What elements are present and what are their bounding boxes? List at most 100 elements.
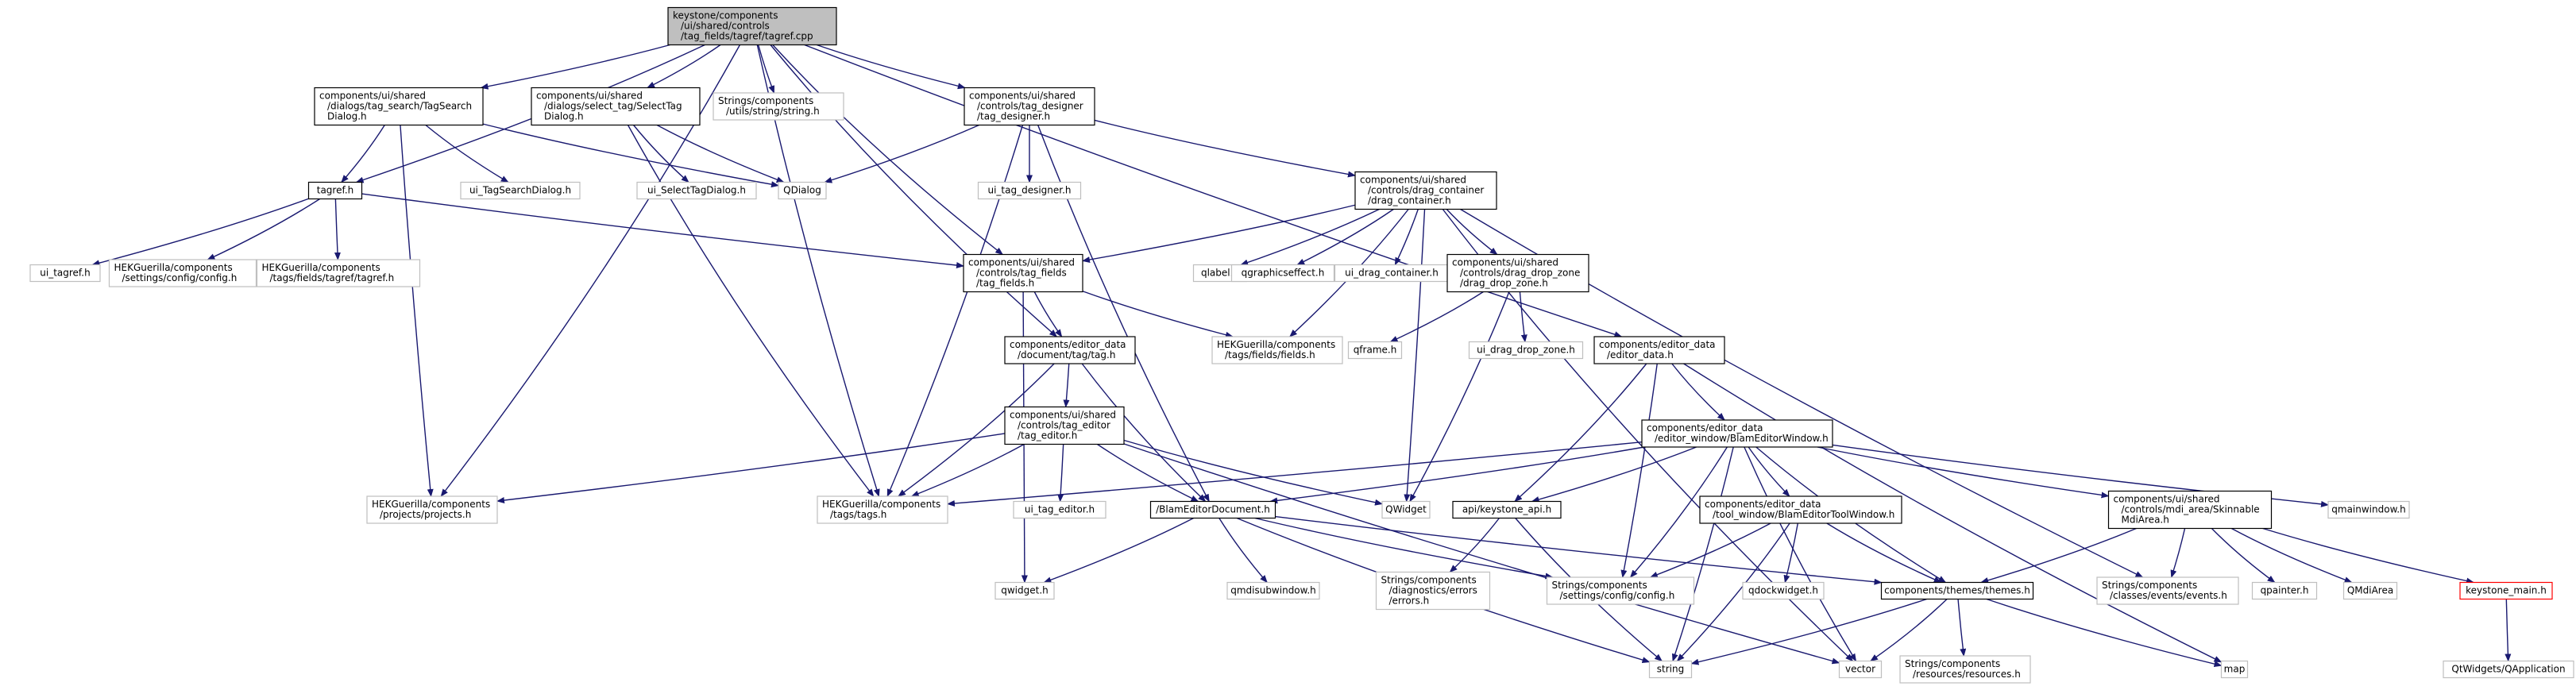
edge-selecttag-to-hektags xyxy=(627,125,875,497)
graph-node-qdialog: QDialog xyxy=(778,181,827,200)
edge-blameditordoc-to-qwidget xyxy=(1043,517,1194,584)
node-label-line: Strings/components xyxy=(2102,580,2197,591)
edge-tagsearch-to-qdialog xyxy=(482,123,779,188)
node-label-line: components/ui/shared xyxy=(968,257,1075,268)
edge-themes-to-vector xyxy=(1870,598,1948,662)
node-label-line: qmdisubwindow.h xyxy=(1230,585,1316,596)
node-label-line: QtWidgets/QApplication xyxy=(2451,664,2565,675)
node-box xyxy=(977,181,1082,200)
node-box xyxy=(1149,500,1276,519)
node-label-line: keystone_main.h xyxy=(2466,585,2547,596)
edge-dragcontainer-to-tagfields xyxy=(1082,204,1356,263)
node-label-line: /tags/fields/fields.h xyxy=(1225,349,1315,360)
node-label-line: map xyxy=(2224,664,2246,675)
node-label-line: components/themes/themes.h xyxy=(1884,585,2030,596)
graph-node-themes[interactable]: components/themes/themes.h xyxy=(1880,581,2034,600)
node-box xyxy=(1347,341,1403,360)
graph-node-editordata[interactable]: components/editor_data/editor_data.h xyxy=(1593,336,1725,364)
graph-node-tagdesigner[interactable]: components/ui/shared/controls/tag_design… xyxy=(964,87,1095,126)
graph-node-events: Strings/components/classes/events/events… xyxy=(2096,576,2239,605)
node-box xyxy=(307,181,363,200)
node-label-line: vector xyxy=(1845,664,1875,675)
node-label-line: /resources/resources.h xyxy=(1913,669,2021,680)
node-label-line: /ui/shared/controls xyxy=(681,21,770,32)
node-box xyxy=(778,181,827,200)
graph-node-root[interactable]: keystone/components/ui/shared/controls/t… xyxy=(667,6,837,46)
edge-root-to-tagfields xyxy=(772,44,1004,256)
graph-node-selecttag[interactable]: components/ui/shared/dialogs/select_tag/… xyxy=(531,87,701,126)
edge-tagref-to-ui_tagref xyxy=(91,198,309,267)
node-box xyxy=(1446,253,1589,293)
node-box xyxy=(964,87,1095,126)
node-box xyxy=(1838,660,1883,679)
graph-node-dragcontainer[interactable]: components/ui/shared/controls/drag_conta… xyxy=(1354,171,1497,210)
node-label-line: qgraphicseffect.h xyxy=(1242,268,1325,279)
edge-editortag-to-tageditor xyxy=(1063,363,1070,408)
edge-blameditordoc-to-qmdisubwindow xyxy=(1218,518,1268,584)
graph-node-blameditordoc[interactable]: /BlamEditorDocument.h xyxy=(1149,500,1276,519)
edge-dragdropzone-to-qwidgetcap xyxy=(1409,291,1510,503)
node-box xyxy=(2342,581,2398,600)
node-label-line: components/editor_data xyxy=(1010,339,1126,350)
node-label-line: HEKGuerilla/components xyxy=(114,262,233,273)
graph-node-editortag[interactable]: components/editor_data/document/tag/tag.… xyxy=(1004,336,1136,364)
node-box xyxy=(2107,490,2273,530)
graph-node-qmdiarea: QMdiArea xyxy=(2342,581,2398,600)
node-layer: keystone/components/ui/shared/controls/t… xyxy=(29,6,2574,684)
edge-toolwindow-to-settingsconfig xyxy=(1649,522,1771,578)
edge-tageditor-to-hekprojects xyxy=(496,433,1006,503)
node-box xyxy=(1546,576,1695,605)
node-label-line: Dialog.h xyxy=(544,111,584,122)
node-label-line: ui_tag_designer.h xyxy=(987,185,1071,196)
edge-tagsearch-to-hekprojects xyxy=(400,125,434,497)
graph-node-tagsearch[interactable]: components/ui/shared/dialogs/tag_search/… xyxy=(314,87,484,126)
node-box xyxy=(817,495,948,524)
graph-node-vector: vector xyxy=(1838,660,1883,679)
graph-node-resources: Strings/components/resources/resources.h xyxy=(1899,655,2031,684)
graph-node-keystonemain[interactable]: keystone_main.h xyxy=(2459,581,2553,600)
graph-node-qframe: qframe.h xyxy=(1347,341,1403,360)
graph-node-map: map xyxy=(2220,660,2249,679)
edge-editortag-to-hektags xyxy=(898,363,1055,497)
node-label-line: /controls/tag_fields xyxy=(976,268,1067,279)
graph-node-string: string xyxy=(1648,660,1693,679)
edge-tagdesigner-to-hektags xyxy=(886,125,1024,497)
node-label-line: components/editor_data xyxy=(1705,499,1821,510)
node-label-line: /drag_drop_zone.h xyxy=(1460,278,1548,289)
edge-toolwindow-to-themes xyxy=(1826,522,1942,584)
graph-node-tagref[interactable]: tagref.h xyxy=(307,181,363,200)
graph-node-dragdropzone[interactable]: components/ui/shared/controls/drag_drop_… xyxy=(1446,253,1589,293)
edge-tageditor-to-ui_tageditor xyxy=(1057,444,1064,503)
node-label-line: /errors.h xyxy=(1389,596,1430,607)
graph-node-qgraphicseffect: qgraphicseffect.h xyxy=(1230,264,1335,283)
edge-root-to-selecttag xyxy=(647,44,721,89)
edge-blameditordoc-to-themes xyxy=(1275,515,1883,585)
graph-node-toolwindow[interactable]: components/editor_data/tool_window/BlamE… xyxy=(1699,495,1902,524)
edge-layer xyxy=(91,44,2512,668)
edge-tageditor-to-hektags xyxy=(910,443,1025,497)
edge-themes-to-map xyxy=(1986,598,2223,668)
edge-keystonemain-to-qapplication xyxy=(2505,599,2512,662)
graph-node-errors: Strings/components/diagnostics/errors/er… xyxy=(1375,571,1491,611)
graph-node-strutil: Strings/components/utils/string/string.h xyxy=(713,92,844,121)
graph-node-settingsconfig: Strings/components/settings/config/confi… xyxy=(1546,576,1695,605)
node-label-line: /tags/fields/tagref/tagref.h xyxy=(270,272,395,283)
edge-mdiarea-to-keystonemain xyxy=(2262,527,2475,584)
edge-mdiarea-to-qpainter xyxy=(2211,528,2276,584)
edge-dragdropzone-to-ui_dragdropzone xyxy=(1519,291,1527,343)
graph-node-blameditorwindow[interactable]: components/editor_data/editor_window/Bla… xyxy=(1641,419,1833,448)
graph-node-tagfields[interactable]: components/ui/shared/controls/tag_fields… xyxy=(963,253,1083,293)
graph-node-mdiarea[interactable]: components/ui/shared/controls/mdi_area/S… xyxy=(2107,490,2273,530)
node-label-line: /document/tag/tag.h xyxy=(1018,349,1115,360)
graph-node-hektags: HEKGuerilla/components/tags/tags.h xyxy=(817,495,948,524)
edge-tagref-to-hekconfig xyxy=(207,198,320,260)
node-label-line: /editor_data.h xyxy=(1607,349,1674,360)
graph-node-tageditor[interactable]: components/ui/shared/controls/tag_editor… xyxy=(1004,406,1125,445)
node-label-line: Strings/components xyxy=(718,95,813,106)
node-box xyxy=(1354,171,1497,210)
node-label-line: components/ui/shared xyxy=(1452,257,1558,268)
node-label-line: components/ui/shared xyxy=(1010,410,1116,421)
node-box xyxy=(1381,500,1431,519)
edge-tageditor-to-blameditordoc xyxy=(1097,443,1199,503)
graph-node-keystoneapi[interactable]: api/keystone_api.h xyxy=(1452,500,1562,519)
